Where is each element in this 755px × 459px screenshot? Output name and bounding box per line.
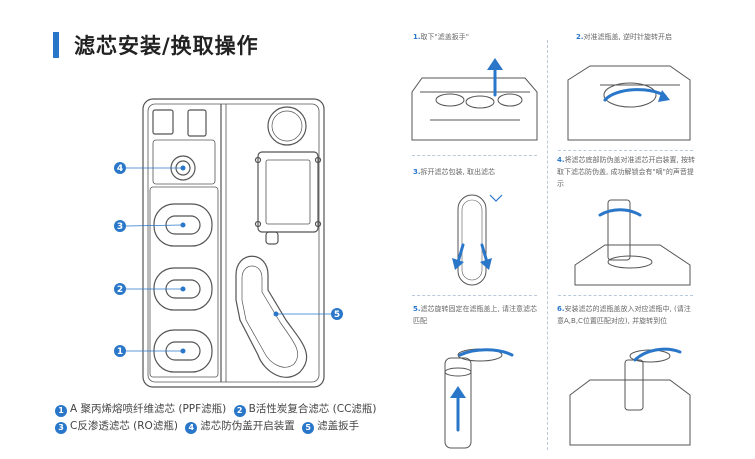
svg-text:1: 1	[117, 347, 123, 357]
callout-2: 2	[114, 283, 126, 295]
step-4-text: 4.将滤芯底部防伪盖对准滤芯开启装置, 按转取下滤芯防伪盖, 成功解锁会有"嘀"…	[557, 156, 695, 188]
step-4-illustration	[574, 199, 691, 286]
callout-3: 3	[114, 220, 126, 232]
filter-wrench	[235, 255, 308, 378]
round-cap	[267, 106, 307, 146]
svg-text:5: 5	[334, 310, 340, 320]
step-2-text: 2.对准滤瓶盖, 逆时针旋转开启	[576, 33, 672, 41]
title-accent-bar	[53, 32, 59, 58]
step-6-text: 6.安装滤芯的滤瓶盖放入对应滤瓶中, (请注意A,B,C位置匹配对应), 并旋转…	[557, 305, 691, 325]
svg-text:3: 3	[117, 222, 123, 232]
filter-ro-top	[153, 203, 213, 247]
step-5-text: 5.滤芯旋转固定在滤瓶盖上, 请注意滤芯匹配	[413, 305, 537, 325]
step-1-illustration	[411, 77, 538, 141]
scissors-icon	[489, 194, 503, 202]
separator	[558, 295, 693, 296]
svg-text:4: 4	[117, 164, 123, 174]
callout-4: 4	[114, 162, 126, 174]
step-2-illustration	[567, 65, 691, 141]
step-3-illustration	[457, 194, 487, 286]
step-6-illustration	[569, 349, 691, 446]
separator	[412, 155, 537, 156]
page-title: 滤芯安装/换取操作	[74, 34, 259, 58]
separator	[412, 295, 537, 296]
callout-5: 5	[331, 308, 343, 320]
svg-text:2: 2	[117, 285, 123, 295]
vertical-separator	[547, 40, 548, 450]
callout-1: 1	[114, 345, 126, 357]
purifier-body-outline	[142, 98, 325, 388]
step-3-text: 3.拆开滤芯包装, 取出滤芯	[413, 168, 495, 176]
separator	[558, 150, 693, 151]
control-module	[257, 151, 319, 233]
step-1-text: 1.取下"滤盖扳手"	[413, 33, 469, 41]
step-5-illustration	[444, 348, 503, 449]
